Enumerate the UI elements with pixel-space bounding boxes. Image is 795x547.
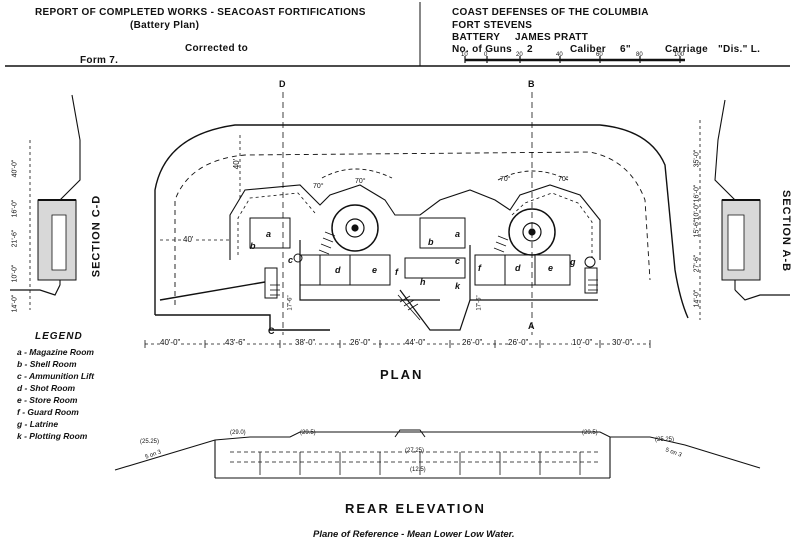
section-ab-dim: 35'-0": [693, 149, 701, 168]
scale-tick: 100: [674, 52, 685, 58]
legend-item: a - Magazine Room: [17, 347, 94, 357]
section-cd-label: SECTION C-D: [90, 194, 103, 278]
legend-item: k - Plotting Room: [17, 431, 88, 441]
section-ab-dim: 10'-0": [693, 202, 701, 221]
legend-item: e - Store Room: [17, 395, 78, 405]
room-letter: c: [455, 256, 461, 266]
caliber-value: 6": [620, 44, 631, 55]
section-ab-dim: 16'-0": [693, 184, 701, 203]
legend-title: LEGEND: [35, 331, 83, 342]
form-number: Form 7.: [80, 55, 119, 66]
room-letter: a: [266, 229, 272, 239]
section-ab-dim: 15'-6": [693, 219, 701, 238]
section-marker-d: D: [279, 79, 286, 89]
section-cd-dim: 21'-6": [11, 229, 19, 248]
plane-of-reference-note: Plane of Reference - Mean Lower Low Wate…: [313, 529, 515, 540]
plan-dim: 30'-0": [612, 338, 633, 347]
section-ab-dim: 14'-0": [693, 289, 701, 308]
room-letter: c: [288, 255, 294, 265]
scale-tick: 0: [484, 52, 488, 58]
guns-value: 2: [527, 44, 533, 55]
report-title: REPORT OF COMPLETED WORKS - SEACOAST FOR…: [35, 7, 366, 18]
room-letter: d: [515, 263, 521, 273]
fire-angle: 70°: [355, 178, 366, 185]
scale-tick: 20: [516, 52, 523, 58]
fire-angle: 70°: [313, 183, 324, 190]
section-cd-dim: 10'-0": [11, 264, 19, 283]
scale-tick: 10: [461, 52, 468, 58]
plan-dim: 26'-0": [462, 338, 483, 347]
fire-angle: 70°: [558, 176, 569, 183]
scale-tick: 60: [596, 52, 603, 58]
section-ab-label: SECTION A-B: [780, 189, 793, 273]
section-ab-dim: 27'-6": [693, 254, 701, 273]
scale-bar: [464, 56, 685, 63]
plan-small-dim: 17'-6": [476, 295, 483, 311]
room-letter: b: [428, 237, 434, 247]
legend-item: g - Latrine: [17, 419, 59, 429]
plan-label: PLAN: [380, 367, 424, 382]
carriage-label: Carriage: [665, 44, 708, 55]
legend-item: d - Shot Room: [17, 383, 76, 393]
corrected-to-label: Corrected to: [185, 43, 249, 54]
legend-item: c - Ammunition Lift: [17, 371, 95, 381]
plan-small-dim: 17'-6": [287, 295, 294, 311]
elevation-mark: (29.5): [300, 430, 316, 436]
plan-dim-front: 40': [183, 235, 194, 244]
section-marker-c: C: [268, 326, 275, 336]
plan-dim: 43'-6": [225, 338, 246, 347]
carriage-value: "Dis." L.: [718, 44, 761, 55]
caliber-label: Caliber: [570, 44, 607, 55]
plan-dim: 26'-0": [350, 338, 371, 347]
legend-item: f - Guard Room: [17, 407, 79, 417]
room-letter: f: [395, 267, 398, 277]
plan-dim: 44'-0": [405, 338, 426, 347]
elevation-mark: (12.5): [410, 467, 426, 473]
plan-outline: [154, 124, 689, 331]
battery-label: BATTERY: [452, 32, 501, 43]
elevation-mark: (25.25): [655, 437, 675, 443]
plan-dim: 10'-0": [572, 338, 593, 347]
room-letter: d: [335, 265, 341, 275]
room-letter: e: [372, 265, 378, 275]
plan-dim-radius: 40': [232, 158, 242, 170]
plan-dim: 38'-0": [295, 338, 316, 347]
section-cd-drawing: [10, 94, 81, 310]
room-letter: b: [250, 241, 256, 251]
room-letter: e: [548, 263, 554, 273]
guns-label: No. of Guns: [452, 44, 512, 55]
report-subtitle: (Battery Plan): [130, 20, 200, 31]
coast-defenses-title: COAST DEFENSES OF THE COLUMBIA: [452, 7, 649, 18]
section-cd-dim: 14'-0": [11, 294, 19, 313]
section-cd-dim: 40'-0": [11, 159, 19, 178]
plan-dim: 40'-0": [160, 338, 181, 347]
fire-angle: 70°: [500, 176, 511, 183]
battery-name: JAMES PRATT: [515, 32, 589, 43]
elevation-mark: (27.25): [405, 448, 425, 454]
fort-name: FORT STEVENS: [452, 20, 533, 31]
elevation-mark: (29.0): [230, 430, 246, 436]
plan-dim: 26'-0": [508, 338, 529, 347]
rooms-right: [474, 254, 598, 294]
section-ab-drawing: [699, 99, 790, 320]
room-letter: k: [455, 281, 461, 291]
legend-item: b - Shell Room: [17, 359, 77, 369]
scale-tick: 80: [636, 52, 643, 58]
room-letter: h: [420, 277, 426, 287]
gun-emplacement-1: [331, 204, 379, 252]
elevation-mark: (25.25): [140, 439, 160, 445]
room-letter: f: [478, 263, 481, 273]
room-letter: g: [570, 257, 576, 267]
scale-tick: 40: [556, 52, 563, 58]
section-marker-a: A: [528, 321, 535, 331]
elevation-mark: (29.5): [582, 430, 598, 436]
rear-elevation-label: REAR ELEVATION: [345, 501, 486, 516]
section-marker-b: B: [528, 79, 535, 89]
room-letter: a: [455, 229, 461, 239]
rear-elevation-drawing: [114, 429, 761, 479]
section-cd-dim: 16'-0": [11, 199, 19, 218]
